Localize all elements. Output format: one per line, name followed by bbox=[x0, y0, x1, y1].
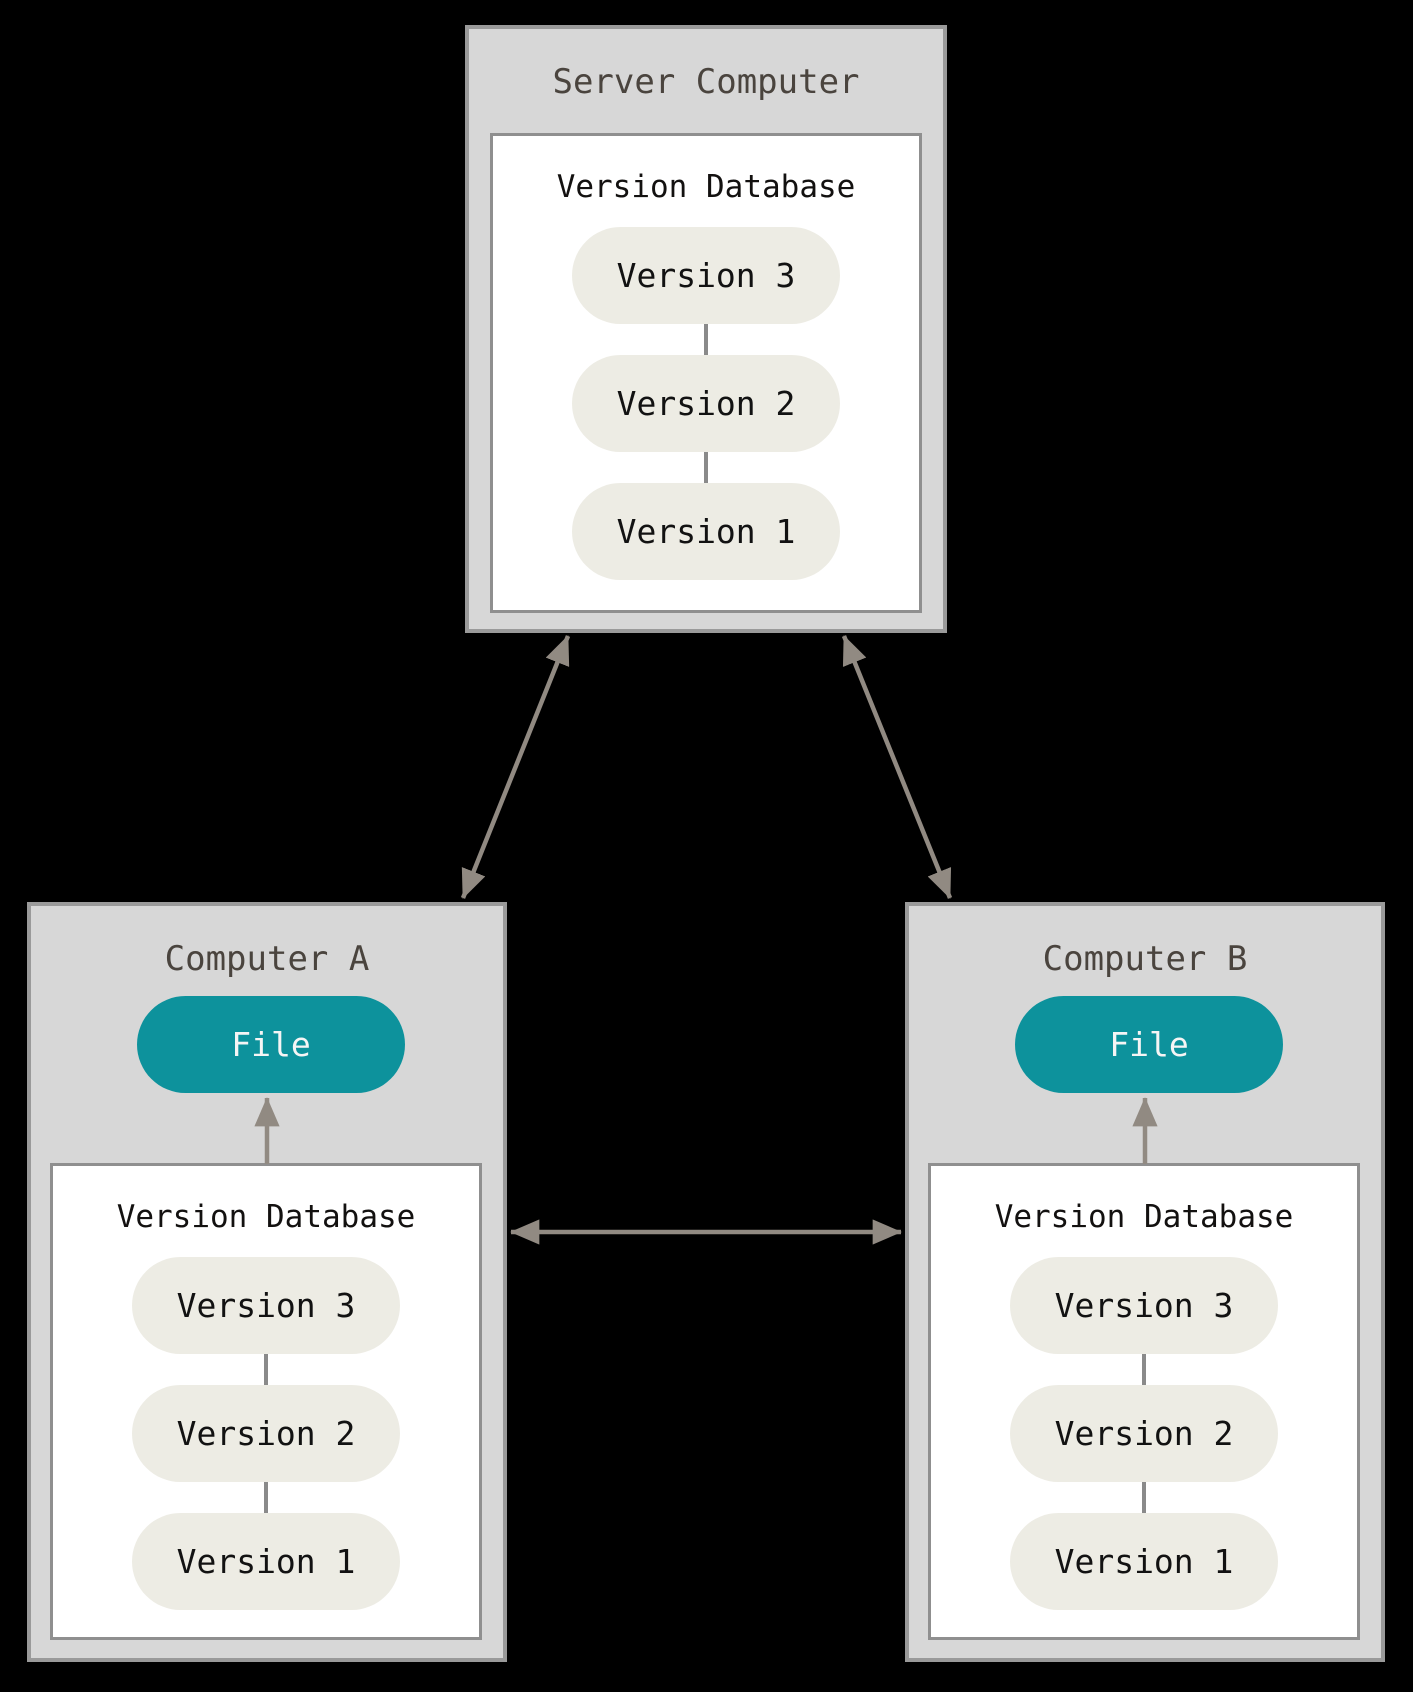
computer-a-file-pill: File bbox=[137, 996, 405, 1093]
computer-a-box: Computer A File Version Database Version… bbox=[27, 902, 507, 1662]
computer-b-box: Computer B File Version Database Version… bbox=[905, 902, 1385, 1662]
server-version-database-label: Version Database bbox=[556, 169, 856, 205]
version-link-line bbox=[704, 324, 708, 355]
computer-b-version-1-pill: Version 1 bbox=[1010, 1513, 1278, 1610]
computer-b-version-2-pill: Version 2 bbox=[1010, 1385, 1278, 1482]
computer-a-version-2-pill: Version 2 bbox=[132, 1385, 400, 1482]
computer-b-version-database-label: Version Database bbox=[994, 1199, 1294, 1235]
version-link-line bbox=[264, 1482, 268, 1513]
sync-arrow-server-computer-a bbox=[460, 635, 571, 899]
server-computer-box: Server Computer Version Database Version… bbox=[465, 25, 947, 633]
server-version-3-pill: Version 3 bbox=[572, 227, 840, 324]
server-version-2-pill: Version 2 bbox=[572, 355, 840, 452]
version-link-line bbox=[1142, 1354, 1146, 1385]
version-link-line bbox=[1142, 1482, 1146, 1513]
version-link-line bbox=[704, 452, 708, 483]
computer-a-version-database-label: Version Database bbox=[116, 1199, 416, 1235]
computer-b-file-pill: File bbox=[1015, 996, 1283, 1093]
computer-a-title: Computer A bbox=[164, 939, 370, 979]
version-link-line bbox=[264, 1354, 268, 1385]
server-version-1-pill: Version 1 bbox=[572, 483, 840, 580]
computer-b-version-3-pill: Version 3 bbox=[1010, 1257, 1278, 1354]
computer-a-version-database-box: Version Database Version 3 Version 2 Ver… bbox=[50, 1163, 482, 1640]
computer-b-title: Computer B bbox=[1042, 939, 1248, 979]
server-version-database-box: Version Database Version 3 Version 2 Ver… bbox=[490, 133, 922, 613]
computer-a-version-3-pill: Version 3 bbox=[132, 1257, 400, 1354]
computer-b-version-database-box: Version Database Version 3 Version 2 Ver… bbox=[928, 1163, 1360, 1640]
sync-arrow-server-computer-b bbox=[841, 635, 953, 899]
computer-a-version-1-pill: Version 1 bbox=[132, 1513, 400, 1610]
server-computer-title: Server Computer bbox=[552, 62, 860, 102]
